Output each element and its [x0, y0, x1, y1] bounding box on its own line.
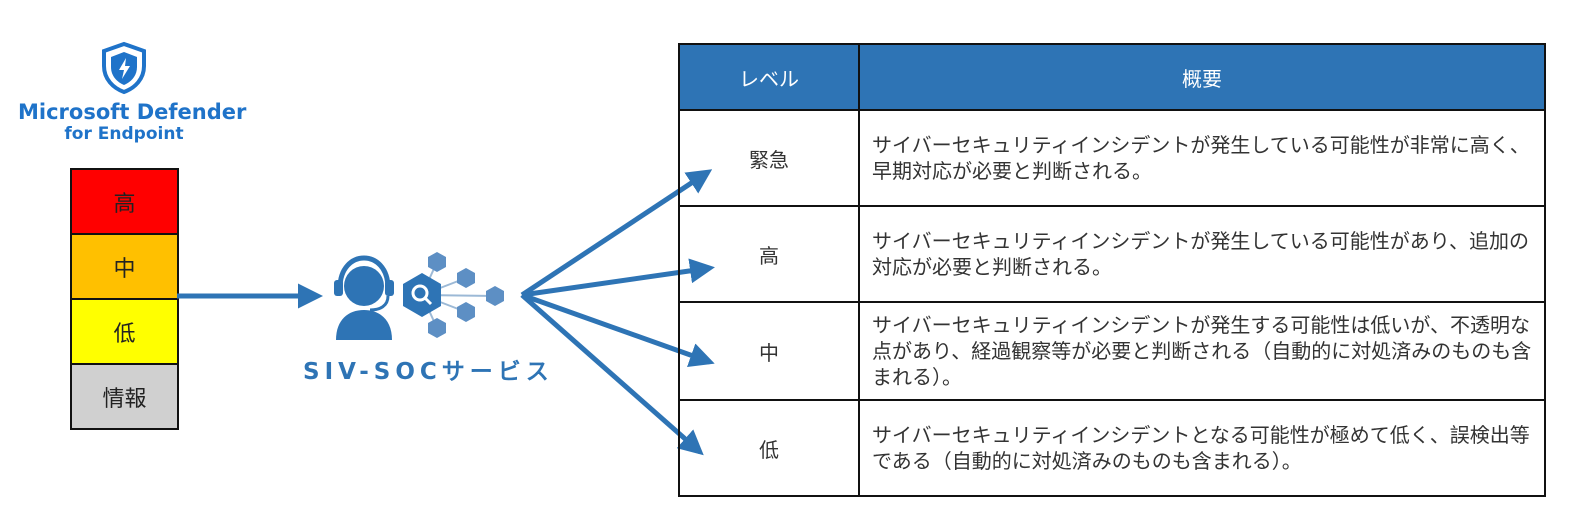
defender-logo: Microsoft Defender for Endpoint	[18, 40, 247, 144]
summary-cell: サイバーセキュリティインシデントが発生している可能性があり、追加の対応が必要と判…	[858, 205, 1546, 303]
table-row: 中 サイバーセキュリティインシデントが発生する可能性は低いが、不透明な点があり、…	[678, 301, 1546, 401]
severity-low: 低	[72, 300, 177, 365]
soc-service-label: SIV-SOCサービス	[303, 359, 554, 385]
defender-subtitle: for Endpoint	[64, 124, 184, 144]
defender-name: Microsoft Defender	[18, 100, 247, 124]
table-row: 緊急 サイバーセキュリティインシデントが発生している可能性が非常に高く、早期対応…	[678, 109, 1546, 207]
defender-shield-icon	[102, 41, 146, 95]
level-table: レベル 概要 緊急 サイバーセキュリティインシデントが発生している可能性が非常に…	[678, 43, 1546, 497]
summary-cell: サイバーセキュリティインシデントが発生している可能性が非常に高く、早期対応が必要…	[858, 109, 1546, 207]
level-cell: 低	[678, 399, 860, 497]
severity-medium: 中	[72, 235, 177, 300]
header-summary: 概要	[858, 43, 1546, 111]
network-hexagons-icon	[403, 252, 504, 338]
summary-cell: サイバーセキュリティインシデントが発生する可能性は低いが、不透明な点があり、経過…	[858, 301, 1546, 401]
level-cell: 中	[678, 301, 860, 401]
summary-cell: サイバーセキュリティインシデントとなる可能性が極めて低く、誤検出等である（自動的…	[858, 399, 1546, 497]
severity-stack: 高 中 低 情報	[70, 168, 179, 430]
severity-high: 高	[72, 170, 177, 235]
table-row: 高 サイバーセキュリティインシデントが発生している可能性があり、追加の対応が必要…	[678, 205, 1546, 303]
table-header-row: レベル 概要	[678, 43, 1546, 111]
header-level: レベル	[678, 43, 860, 111]
level-cell: 高	[678, 205, 860, 303]
operator-headset-icon	[334, 255, 394, 340]
soc-logo	[334, 252, 504, 340]
level-cell: 緊急	[678, 109, 860, 207]
table-row: 低 サイバーセキュリティインシデントとなる可能性が極めて低く、誤検出等である（自…	[678, 399, 1546, 497]
severity-info: 情報	[72, 365, 177, 428]
